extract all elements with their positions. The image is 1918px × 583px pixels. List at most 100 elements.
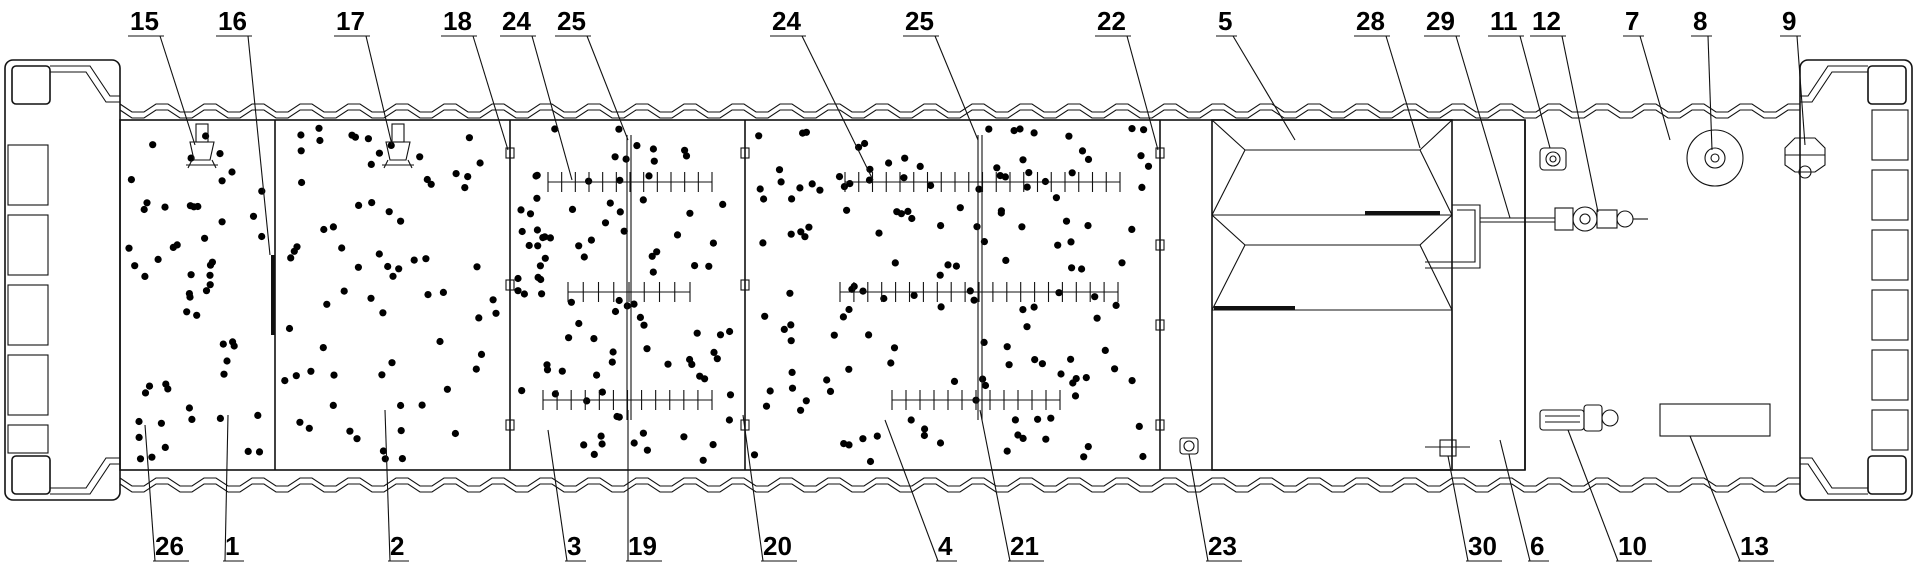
- media-dot: [397, 217, 405, 225]
- media-dot: [788, 384, 797, 392]
- callout-leader: [1385, 35, 1421, 149]
- media-dot: [904, 207, 912, 215]
- media-dot: [1128, 125, 1136, 133]
- media-dot: [979, 375, 987, 383]
- callout-leader: [1447, 455, 1469, 562]
- callout-label: 4: [938, 531, 953, 561]
- media-dot: [760, 195, 768, 203]
- callout-leader: [1188, 453, 1209, 562]
- media-dot: [536, 262, 545, 270]
- media-dot: [202, 287, 211, 295]
- media-dot: [616, 176, 624, 184]
- media-dot: [615, 413, 623, 421]
- callout-leader: [1455, 35, 1511, 219]
- unit-9: [1784, 137, 1826, 179]
- media-dot: [381, 455, 389, 463]
- media-dot: [297, 131, 305, 139]
- media-dot: [1071, 392, 1080, 400]
- callout-label: 25: [905, 6, 934, 36]
- media-dot: [1101, 346, 1109, 354]
- media-dot: [873, 432, 881, 440]
- media-dot: [1016, 125, 1024, 133]
- media-dot: [534, 242, 542, 250]
- media-dot: [762, 402, 771, 410]
- media-dot: [379, 309, 387, 317]
- media-dot: [756, 185, 764, 193]
- media-dot: [492, 309, 500, 317]
- media-dot: [615, 296, 623, 305]
- media-dot: [1019, 434, 1027, 442]
- media-dot: [805, 223, 813, 231]
- callout-c29: 29: [1424, 6, 1511, 219]
- media-dot: [526, 210, 535, 218]
- media-dot: [351, 133, 359, 141]
- media-dot: [1057, 370, 1065, 378]
- media-dot: [840, 440, 848, 448]
- callout-c22: 22: [1095, 6, 1159, 151]
- callout-leader: [224, 414, 229, 562]
- media-dot: [910, 291, 918, 299]
- media-dot: [416, 153, 424, 161]
- media-dot: [135, 417, 143, 426]
- media-dot: [464, 173, 472, 181]
- media-dot: [710, 348, 718, 356]
- media-dot: [1139, 452, 1147, 461]
- media-dot: [190, 203, 198, 211]
- media-dot: [543, 361, 551, 369]
- callout-leader: [1561, 35, 1599, 213]
- callout-c24a: 24: [500, 6, 573, 181]
- media-dot: [693, 329, 701, 337]
- media-dot: [193, 311, 201, 319]
- media-dot: [397, 401, 405, 410]
- media-dot: [835, 173, 844, 181]
- media-dot: [799, 129, 807, 137]
- media-dot: [1082, 374, 1090, 382]
- media-dot: [823, 376, 831, 384]
- callout-c13: 13: [1689, 435, 1774, 562]
- media-dot: [320, 225, 328, 234]
- media-dot: [541, 254, 549, 262]
- media-dot: [975, 185, 983, 193]
- media-dot: [568, 205, 577, 213]
- media-dot: [188, 415, 196, 423]
- media-dot: [966, 287, 974, 295]
- media-dot: [981, 381, 990, 390]
- media-dot: [952, 262, 961, 270]
- media-dot: [598, 440, 606, 448]
- callout-label: 16: [218, 6, 247, 36]
- media-dot: [611, 153, 619, 161]
- media-dot: [609, 348, 617, 356]
- media-dot: [788, 368, 796, 376]
- media-dot: [598, 388, 607, 396]
- callout-leader: [1639, 35, 1671, 141]
- media-dot: [296, 418, 304, 426]
- media-dot: [575, 242, 583, 250]
- callout-leader: [384, 409, 391, 562]
- media-dot: [202, 132, 210, 140]
- media-dot: [1023, 183, 1031, 191]
- media-dot: [1084, 443, 1092, 451]
- media-dot: [418, 401, 426, 409]
- media-dot: [766, 387, 774, 395]
- media-dot: [611, 307, 620, 316]
- media-dot: [375, 149, 383, 157]
- media-dot: [1084, 155, 1093, 163]
- media-dot: [538, 290, 546, 298]
- media-dot: [755, 132, 763, 140]
- media-dot: [937, 303, 945, 311]
- media-dot: [208, 258, 216, 266]
- callout-c8: 8: [1691, 6, 1713, 151]
- callout-label: 5: [1218, 6, 1232, 36]
- callout-c12: 12: [1530, 6, 1599, 213]
- callout-c11: 11: [1488, 6, 1551, 149]
- media-dot: [1091, 293, 1099, 301]
- media-dot: [330, 371, 338, 379]
- callout-c7: 7: [1623, 6, 1671, 141]
- media-dot: [681, 146, 689, 154]
- callout-label: 13: [1740, 531, 1769, 561]
- media-dot: [616, 208, 624, 216]
- media-dot: [520, 290, 529, 298]
- media-dot: [532, 172, 540, 180]
- media-dot: [249, 212, 258, 220]
- media-dot: [451, 429, 459, 438]
